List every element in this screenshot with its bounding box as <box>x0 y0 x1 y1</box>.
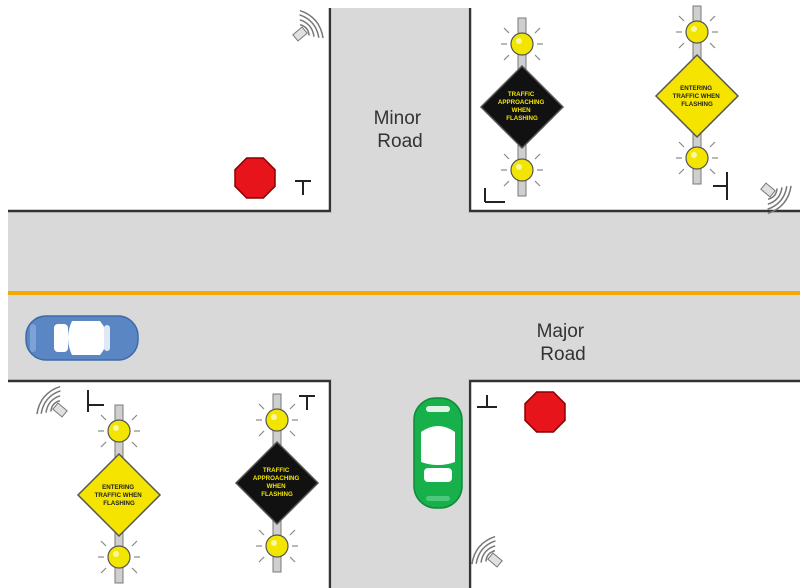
curb-top-left <box>8 8 332 213</box>
car-icon <box>25 315 139 361</box>
curb-bottom-right <box>468 379 800 588</box>
stop-bar-marker <box>87 390 104 412</box>
wireless-sensor-icon <box>283 6 329 53</box>
major-road-label: Major Road <box>537 321 590 365</box>
stop-bar-marker <box>713 172 728 200</box>
flashing-beacon-icon <box>675 5 719 59</box>
beacon-assembly-entering-bottom: ENTERING TRAFFIC WHEN FLASHING <box>76 404 162 584</box>
stop-sign-icon <box>234 157 276 199</box>
car-icon <box>413 397 463 509</box>
major-road-surface <box>8 212 800 380</box>
flashing-beacon-icon <box>97 530 141 584</box>
flashing-beacon-icon <box>97 404 141 458</box>
flashing-beacon-icon <box>500 17 544 71</box>
entering-sign-text: ENTERING TRAFFIC WHEN FLASHING <box>673 85 722 108</box>
stop-bar-marker <box>298 395 316 411</box>
curb-bottom-left <box>8 379 332 588</box>
flashing-beacon-icon <box>255 393 299 447</box>
wireless-sensor-icon <box>31 382 77 429</box>
stop-bar-marker <box>294 180 312 196</box>
flashing-beacon-icon <box>675 131 719 185</box>
stop-sign-icon <box>524 391 566 433</box>
curb-top-right <box>468 8 800 213</box>
stop-bar-marker <box>484 188 505 203</box>
approaching-sign-text: TRAFFIC APPROACHING WHEN FLASHING <box>253 467 301 498</box>
beacon-assembly-entering-top: ENTERING TRAFFIC WHEN FLASHING <box>654 5 740 185</box>
beacon-assembly-approaching-top: TRAFFIC APPROACHING WHEN FLASHING <box>479 17 565 197</box>
wireless-sensor-icon <box>466 532 512 579</box>
minor-road-label: Minor Road <box>374 108 427 152</box>
entering-sign-text: ENTERING TRAFFIC WHEN FLASHING <box>95 484 144 507</box>
flashing-beacon-icon <box>500 143 544 197</box>
stop-bar-marker <box>477 395 497 408</box>
approaching-sign-text: TRAFFIC APPROACHING WHEN FLASHING <box>498 91 546 122</box>
beacon-assembly-approaching-bottom: TRAFFIC APPROACHING WHEN FLASHING <box>234 393 320 573</box>
flashing-beacon-icon <box>255 519 299 573</box>
